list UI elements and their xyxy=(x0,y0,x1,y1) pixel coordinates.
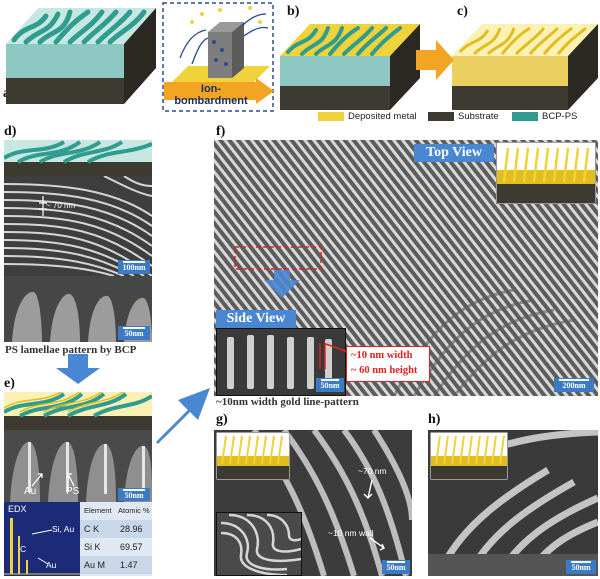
f-height-note: ~ 60 nm height xyxy=(351,365,418,376)
edx-r0-val: 28.96 xyxy=(120,524,143,534)
edx-r1-el: Si K xyxy=(84,542,101,552)
ion-arrow xyxy=(164,78,274,104)
edx-table: Element Atomic % C K 28.96 Si K 69.57 Au… xyxy=(80,502,152,576)
panel-label-b: b) xyxy=(287,4,300,19)
panel-label-h: h) xyxy=(428,412,441,427)
edx-title: EDX xyxy=(8,504,27,514)
g-scale: 50nm xyxy=(382,560,410,574)
h-inset-schematic xyxy=(430,432,508,480)
edx-r1-val: 69.57 xyxy=(120,542,143,552)
d-scale-top: 100nm xyxy=(118,260,150,274)
top-view-tag: Top View xyxy=(414,144,494,162)
g-arrows xyxy=(363,479,385,551)
e-au-label: Au xyxy=(24,486,37,497)
process-arrow-bc xyxy=(416,40,454,80)
d-schematic xyxy=(4,140,152,176)
edx-r0-el: C K xyxy=(84,524,100,534)
h-sem xyxy=(428,430,598,576)
e-scale: 50nm xyxy=(118,488,150,501)
edx-th-element: Element xyxy=(84,506,112,515)
f-width-note: ~10 nm width xyxy=(351,350,413,361)
schematic-bcp-surface xyxy=(6,8,156,104)
edx-th-atomic: Atomic % xyxy=(118,506,150,515)
edx-c: C xyxy=(20,544,27,554)
edx-spectrum: EDX C Si, Au Au xyxy=(4,502,80,576)
schematic-metal-deposited xyxy=(280,24,420,110)
schematic-gold-walls xyxy=(452,24,598,110)
legend-swatch-substrate xyxy=(428,112,454,121)
g-inset-schematic xyxy=(216,432,290,480)
d-spacing-marker xyxy=(39,196,47,216)
panel-label-g: g) xyxy=(216,412,228,427)
top-view-inset xyxy=(496,142,596,204)
ion-label: Ion-bombardment xyxy=(174,83,248,107)
edx-r2-val: 1.47 xyxy=(120,560,138,570)
diagonal-arrow-to-g xyxy=(156,388,210,444)
panel-label-c: c) xyxy=(457,4,468,19)
h-scale: 50nm xyxy=(566,560,596,574)
d-scale-bottom: 50nm xyxy=(118,326,150,340)
ion-bombardment-illustration xyxy=(162,2,274,112)
f-inset-scale: 50nm xyxy=(316,378,344,392)
legend-metal: Deposited metal xyxy=(348,111,417,122)
d-sem-top xyxy=(4,176,152,276)
edx-si-au: Si, Au xyxy=(52,524,75,534)
e-schematic xyxy=(4,392,152,430)
legend-substrate: Substrate xyxy=(458,111,499,122)
g-inset-sem xyxy=(216,512,302,576)
legend-swatch-metal xyxy=(318,112,344,121)
side-view-tag: Side View xyxy=(216,310,296,328)
f-caption: ~10nm width gold line-pattern xyxy=(216,396,359,408)
g-spacing-label: ~70 nm xyxy=(358,466,387,476)
panel-label-e: e) xyxy=(4,376,15,391)
panel-label-f: f) xyxy=(216,124,226,139)
legend-swatch-bcp xyxy=(512,112,538,121)
e-ps-label: PS xyxy=(66,486,80,497)
f-scale: 200nm xyxy=(554,378,594,392)
panel-label-d: d) xyxy=(4,124,17,139)
down-arrow-d-e xyxy=(56,354,100,384)
f-selection-region xyxy=(234,246,322,298)
e-arrows xyxy=(31,473,75,487)
edx-au: Au xyxy=(46,560,57,570)
f-dimension-box: ~10 nm width ~ 60 nm height xyxy=(346,346,430,382)
d-caption: PS lamellae pattern by BCP xyxy=(5,344,137,356)
f-red-pointer xyxy=(325,343,349,353)
edx-r2-el: Au M xyxy=(84,560,106,570)
g-wall-label: ~10 nm wall xyxy=(328,528,374,538)
d-spacing-label: ~ 70 nm xyxy=(46,201,76,210)
legend-bcp: BCP-PS xyxy=(542,111,578,122)
